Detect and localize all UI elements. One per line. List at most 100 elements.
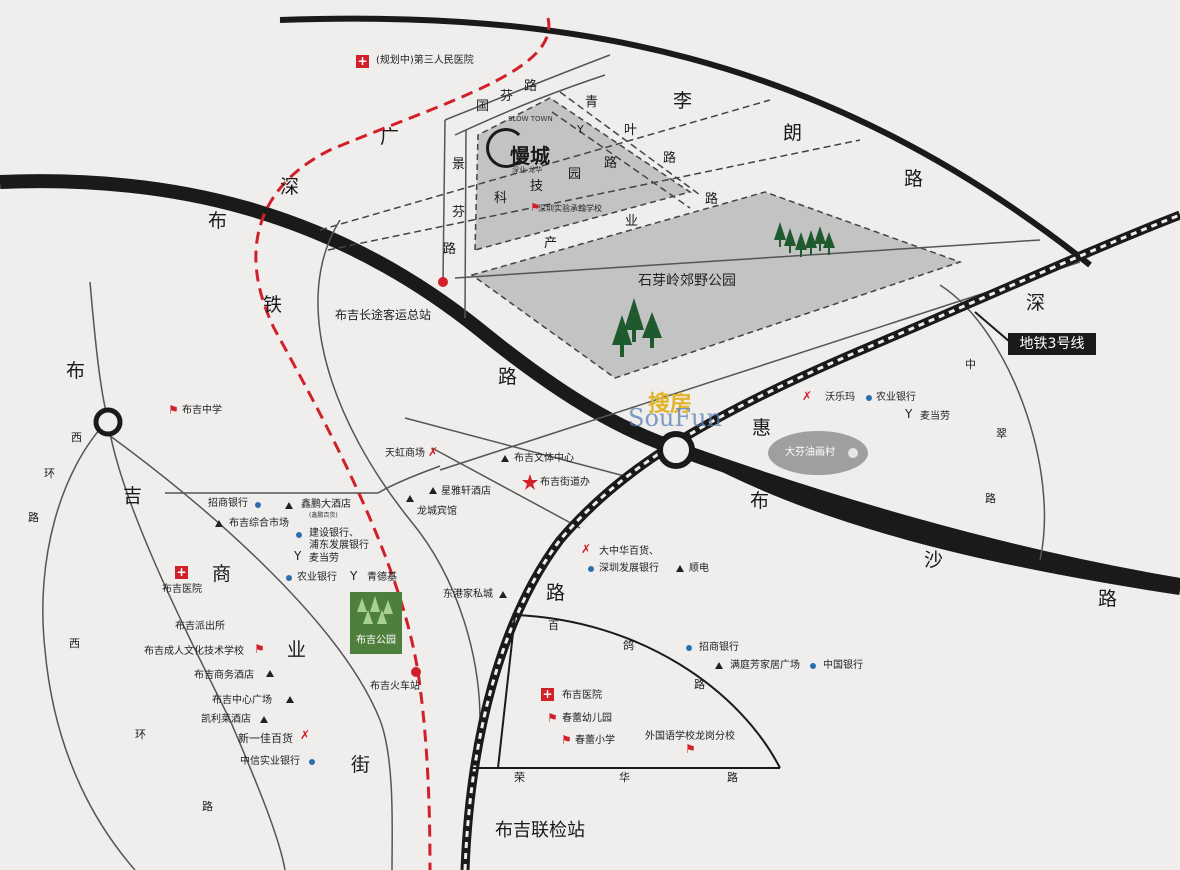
poi-bus-station: 布吉长途客运总站 xyxy=(335,308,432,322)
poi-xingya-hotel: 星雅轩酒店 xyxy=(441,486,491,497)
road-label-ronghua: 路 xyxy=(727,771,738,784)
slowtown-sub: 深业·龙华 xyxy=(512,166,543,174)
rail-station-dot-icon xyxy=(411,667,421,677)
road-label-zhongcui: 翠 xyxy=(996,427,1007,440)
road-label-kejiyuan: 技 xyxy=(530,179,544,194)
school-flag-icon: ⚑ xyxy=(685,742,696,756)
slowtown-name: 慢城 xyxy=(510,144,550,168)
bank-dot-icon xyxy=(255,395,872,765)
hospital-cross-icon: + xyxy=(541,687,554,701)
shopping-cross-icon: ✗ xyxy=(802,389,813,403)
poi-donggang-city: 东港家私城 xyxy=(443,589,493,600)
poi-chunlei-primary: 春蕾小学 xyxy=(575,735,615,746)
road-label-shenhui: 深 xyxy=(1026,292,1046,314)
metro-line-3-ties xyxy=(463,213,1180,870)
tree-icon xyxy=(612,298,662,357)
hospital-cross-icon: + xyxy=(175,565,188,579)
metro-line-label: 地铁3号线 xyxy=(1008,333,1096,355)
poi-buji-hospital-right: 布吉医院 xyxy=(562,690,602,701)
road-label-ronghua: 华 xyxy=(619,771,630,784)
poi-experiment-school: 深圳实验承翰学校 xyxy=(538,204,602,213)
cocktail-icon: Y xyxy=(294,549,302,563)
road-label-guangshen: 广 xyxy=(380,126,400,148)
road-label-lilang: 李 xyxy=(673,90,693,112)
guofen-road xyxy=(444,54,611,121)
cocktail-icon: Y xyxy=(577,123,584,136)
dafen-village-area xyxy=(768,431,868,475)
poi-boc: 中国银行 xyxy=(823,660,863,671)
poi-train-station: 布吉火车站 xyxy=(370,681,420,692)
poi-buji-market: 布吉综合市场 xyxy=(229,518,289,529)
poi-mcd-left: 麦当劳 xyxy=(309,553,339,564)
shiyaling-park xyxy=(470,191,963,379)
road-label-guofen: 路 xyxy=(524,79,538,94)
road-label-buji: 吉 xyxy=(123,485,143,507)
road-label-zhongcui: 路 xyxy=(985,492,996,505)
hotel-triangle-icon xyxy=(215,455,723,723)
shangye-road xyxy=(94,424,393,870)
star-icon xyxy=(522,474,538,490)
metro-pointer xyxy=(974,311,1011,343)
shenhui-roundabout xyxy=(657,431,695,469)
road-label-qingye: 路 xyxy=(663,151,677,166)
road-label-ronghua: 荣 xyxy=(514,771,525,784)
school-flag-icon: ⚑ xyxy=(254,642,265,656)
road-label-busha: 沙 xyxy=(924,549,944,571)
poi-chunlei-kinder: 春蕾幼儿园 xyxy=(562,713,612,724)
poi-cmb-right: 招商银行 xyxy=(699,642,739,653)
butie-road xyxy=(0,174,1180,592)
poi-cmb-left: 招商银行 xyxy=(208,498,248,509)
slowtown-en: SLOW TOWN xyxy=(508,115,553,123)
shopping-cross-icon: ✗ xyxy=(428,445,439,459)
road-label-qingye: 青 xyxy=(585,95,599,110)
road-label-lilang: 朗 xyxy=(783,122,803,144)
tree-icon xyxy=(357,596,393,624)
poi-center-plaza: 布吉中心广场 xyxy=(212,695,272,706)
poi-adult-school: 布吉成人文化技术学校 xyxy=(144,646,244,657)
poi-qingdeji: 青德基 xyxy=(367,572,397,583)
poi-abc-bank-right: 农业银行 xyxy=(876,392,916,403)
road-label-baige: 鸽 xyxy=(623,639,634,652)
busha-road xyxy=(697,450,1180,595)
road-label-shangye: 街 xyxy=(351,754,371,776)
west-ring-road xyxy=(42,281,136,870)
school-flag-icon: ⚑ xyxy=(168,403,179,417)
qingye-road-2 xyxy=(551,111,691,209)
poi-shundian: 顺电 xyxy=(689,563,709,574)
road-label-baige: 路 xyxy=(694,678,705,691)
road-label-kejiyuan: 园 xyxy=(568,167,582,182)
poi-buji-middle: 布吉中学 xyxy=(182,405,222,416)
road-label-jingfen: 路 xyxy=(443,242,457,257)
poi-street-office: 布吉街道办 xyxy=(540,477,590,488)
poi-dazhonghua: 大中华百货、 xyxy=(599,546,659,557)
jingfen-road-2 xyxy=(464,129,467,319)
rail-station-dot-icon xyxy=(438,277,448,287)
buji-horizontal-2 xyxy=(377,465,441,494)
road-label-jingfen: 芬 xyxy=(452,205,466,220)
road-label-qingye: 叶 xyxy=(624,123,638,138)
road-label-shangye: 业 xyxy=(287,639,307,661)
poi-longcheng-hotel: 龙城宾馆 xyxy=(417,506,457,517)
kejiyuan-road xyxy=(319,99,771,231)
road-label-xihuan: 西 xyxy=(71,431,82,444)
school-flag-icon: ⚑ xyxy=(561,733,572,747)
poi-mantingfang: 满庭芳家居广场 xyxy=(730,660,800,671)
lilang-road xyxy=(279,15,1092,268)
poi-xinpeng-sub: (鑫鹏百货) xyxy=(309,512,338,519)
shopping-cross-icon: ✗ xyxy=(581,542,592,556)
kejiyuan-road-2 xyxy=(327,139,861,251)
buji-road-left xyxy=(317,219,481,721)
road-label-butie: 路 xyxy=(498,366,518,388)
road-label-busha: 布 xyxy=(750,490,770,512)
poi-walmart: 沃乐玛 xyxy=(825,392,855,403)
slowtown-logo-icon xyxy=(486,128,526,168)
road-label-chanye: 产 xyxy=(544,236,558,251)
road-label-kejiyuan: 科 xyxy=(494,191,508,206)
tree-icon xyxy=(774,222,835,257)
road-label-shangye: 商 xyxy=(212,563,232,585)
poi-mcd-right: 麦当劳 xyxy=(920,411,950,422)
cocktail-icon: Y xyxy=(350,569,358,583)
poi-business-hotel: 布吉商务酒店 xyxy=(194,670,254,681)
guofen-road-2 xyxy=(454,74,606,136)
poi-border-station: 布吉联检站 xyxy=(495,820,585,841)
